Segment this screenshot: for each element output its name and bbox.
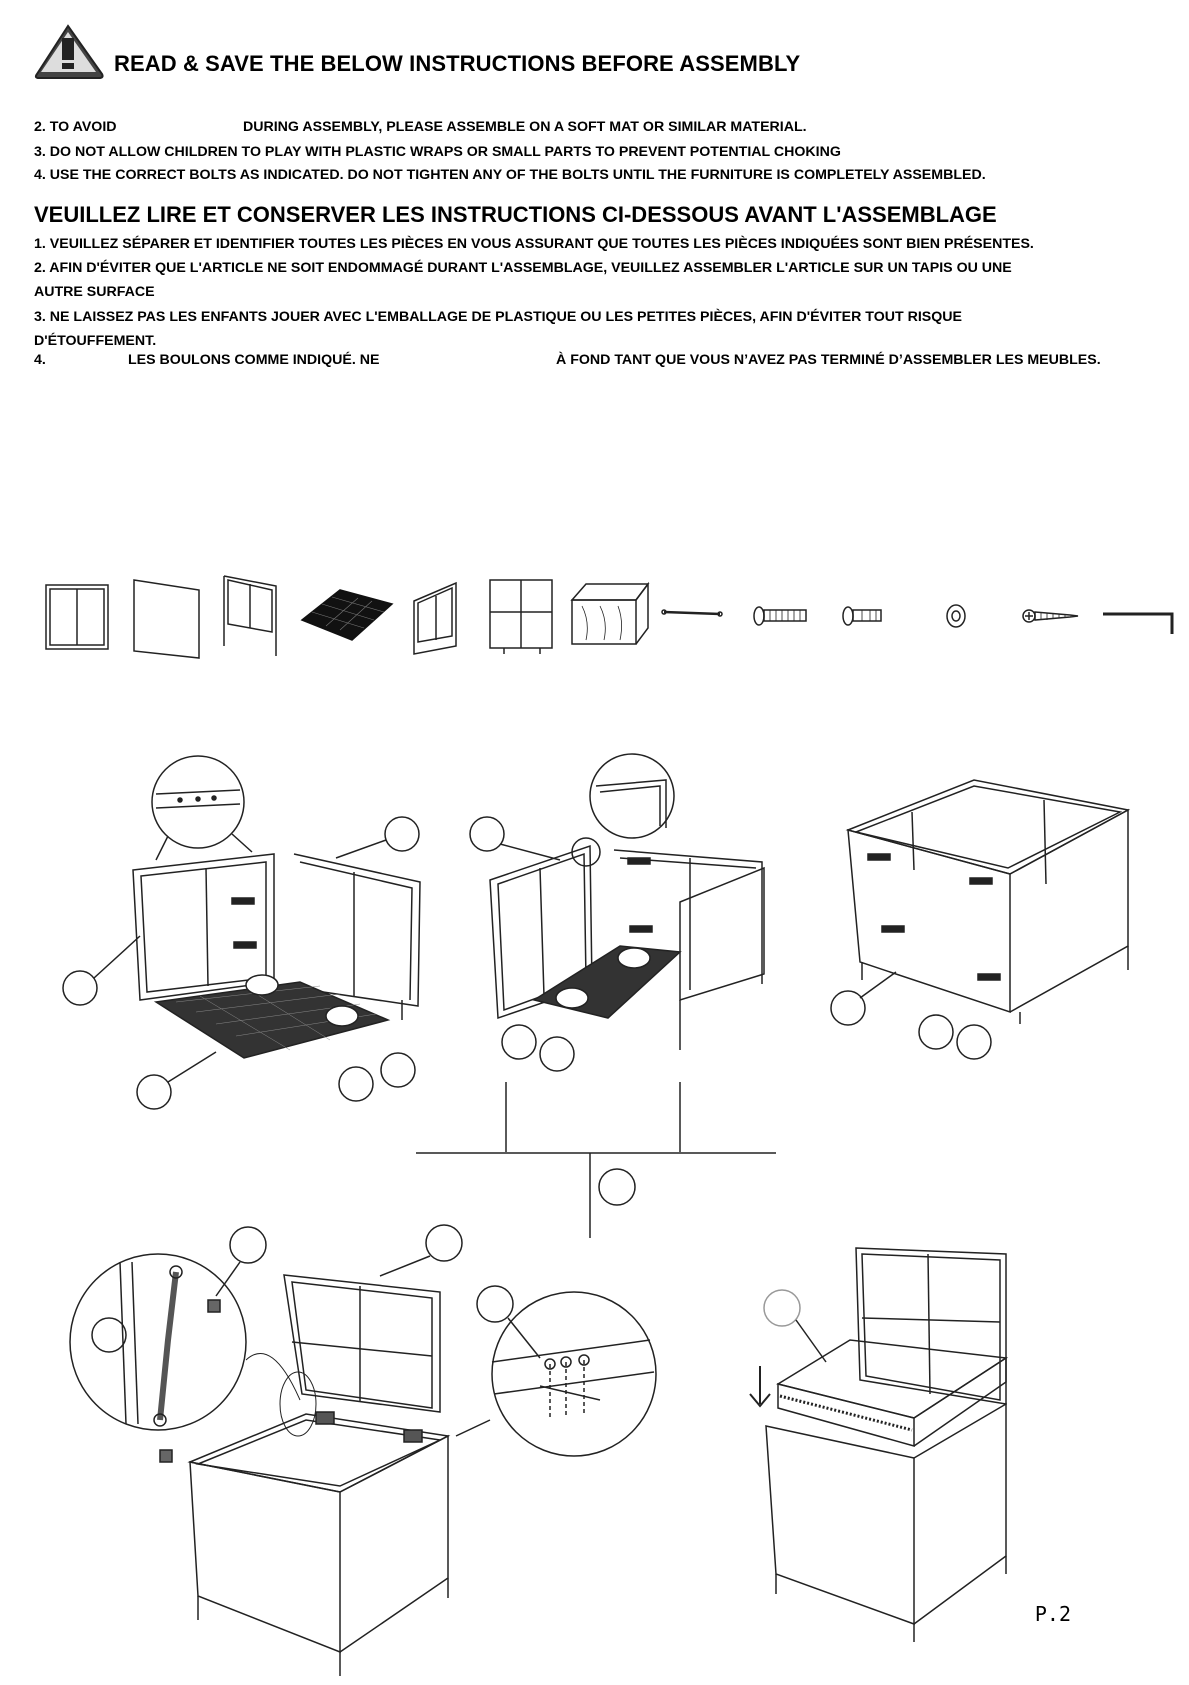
english-item-4: 4. USE THE CORRECT BOLTS AS INDICATED. D… [34, 167, 986, 183]
french-heading: VEUILLEZ LIRE ET CONSERVER LES INSTRUCTI… [34, 202, 997, 227]
english-item-3: 3. DO NOT ALLOW CHILDREN TO PLAY WITH PL… [34, 144, 841, 160]
part-back-frame-with-legs [223, 575, 277, 656]
page-number: P.2 [1034, 1602, 1071, 1626]
french-item-3-line-1: 3. NE LAISSEZ PAS LES ENFANTS JOUER AVEC… [34, 309, 962, 325]
part-front-grid-frame [489, 579, 553, 654]
part-cushion-box [570, 581, 650, 645]
part-plain-panel [133, 579, 200, 659]
english-item-2-end: DURING ASSEMBLY, PLEASE ASSEMBLE ON A SO… [243, 119, 807, 135]
french-item-4-end: À FOND TANT QUE VOUS N’AVEZ PAS TERMINÉ … [556, 352, 1101, 368]
french-item-4: 4. LES BOULONS COMME INDIQUÉ. NE À FOND … [34, 352, 1184, 370]
part-seat-base-grid [300, 589, 394, 641]
french-item-1: 1. VEUILLEZ SÉPARER ET IDENTIFIER TOUTES… [34, 236, 1034, 252]
french-item-4-middle: LES BOULONS COMME INDIQUÉ. NE [128, 352, 380, 368]
part-gas-strut-rod [661, 609, 723, 617]
french-item-4-number: 4. [34, 352, 46, 368]
english-item-2-start: 2. TO AVOID [34, 119, 117, 135]
part-long-bolt [753, 606, 807, 626]
french-item-2-line-2: AUTRE SURFACE [34, 284, 155, 300]
part-small-side-frame [413, 581, 457, 655]
part-allen-key [1103, 612, 1174, 634]
part-wood-screw [1022, 609, 1079, 623]
french-item-3-line-2: D'ÉTOUFFEMENT. [34, 333, 157, 349]
part-washer [946, 604, 966, 628]
english-heading: READ & SAVE THE BELOW INSTRUCTIONS BEFOR… [114, 51, 801, 76]
english-item-2: 2. TO AVOID DURING ASSEMBLY, PLEASE ASSE… [34, 119, 1154, 137]
part-short-bolt [842, 606, 882, 626]
part-side-frame-two-panes [45, 584, 109, 650]
french-item-2-line-1: 2. AFIN D'ÉVITER QUE L'ARTICLE NE SOIT E… [34, 260, 1012, 276]
